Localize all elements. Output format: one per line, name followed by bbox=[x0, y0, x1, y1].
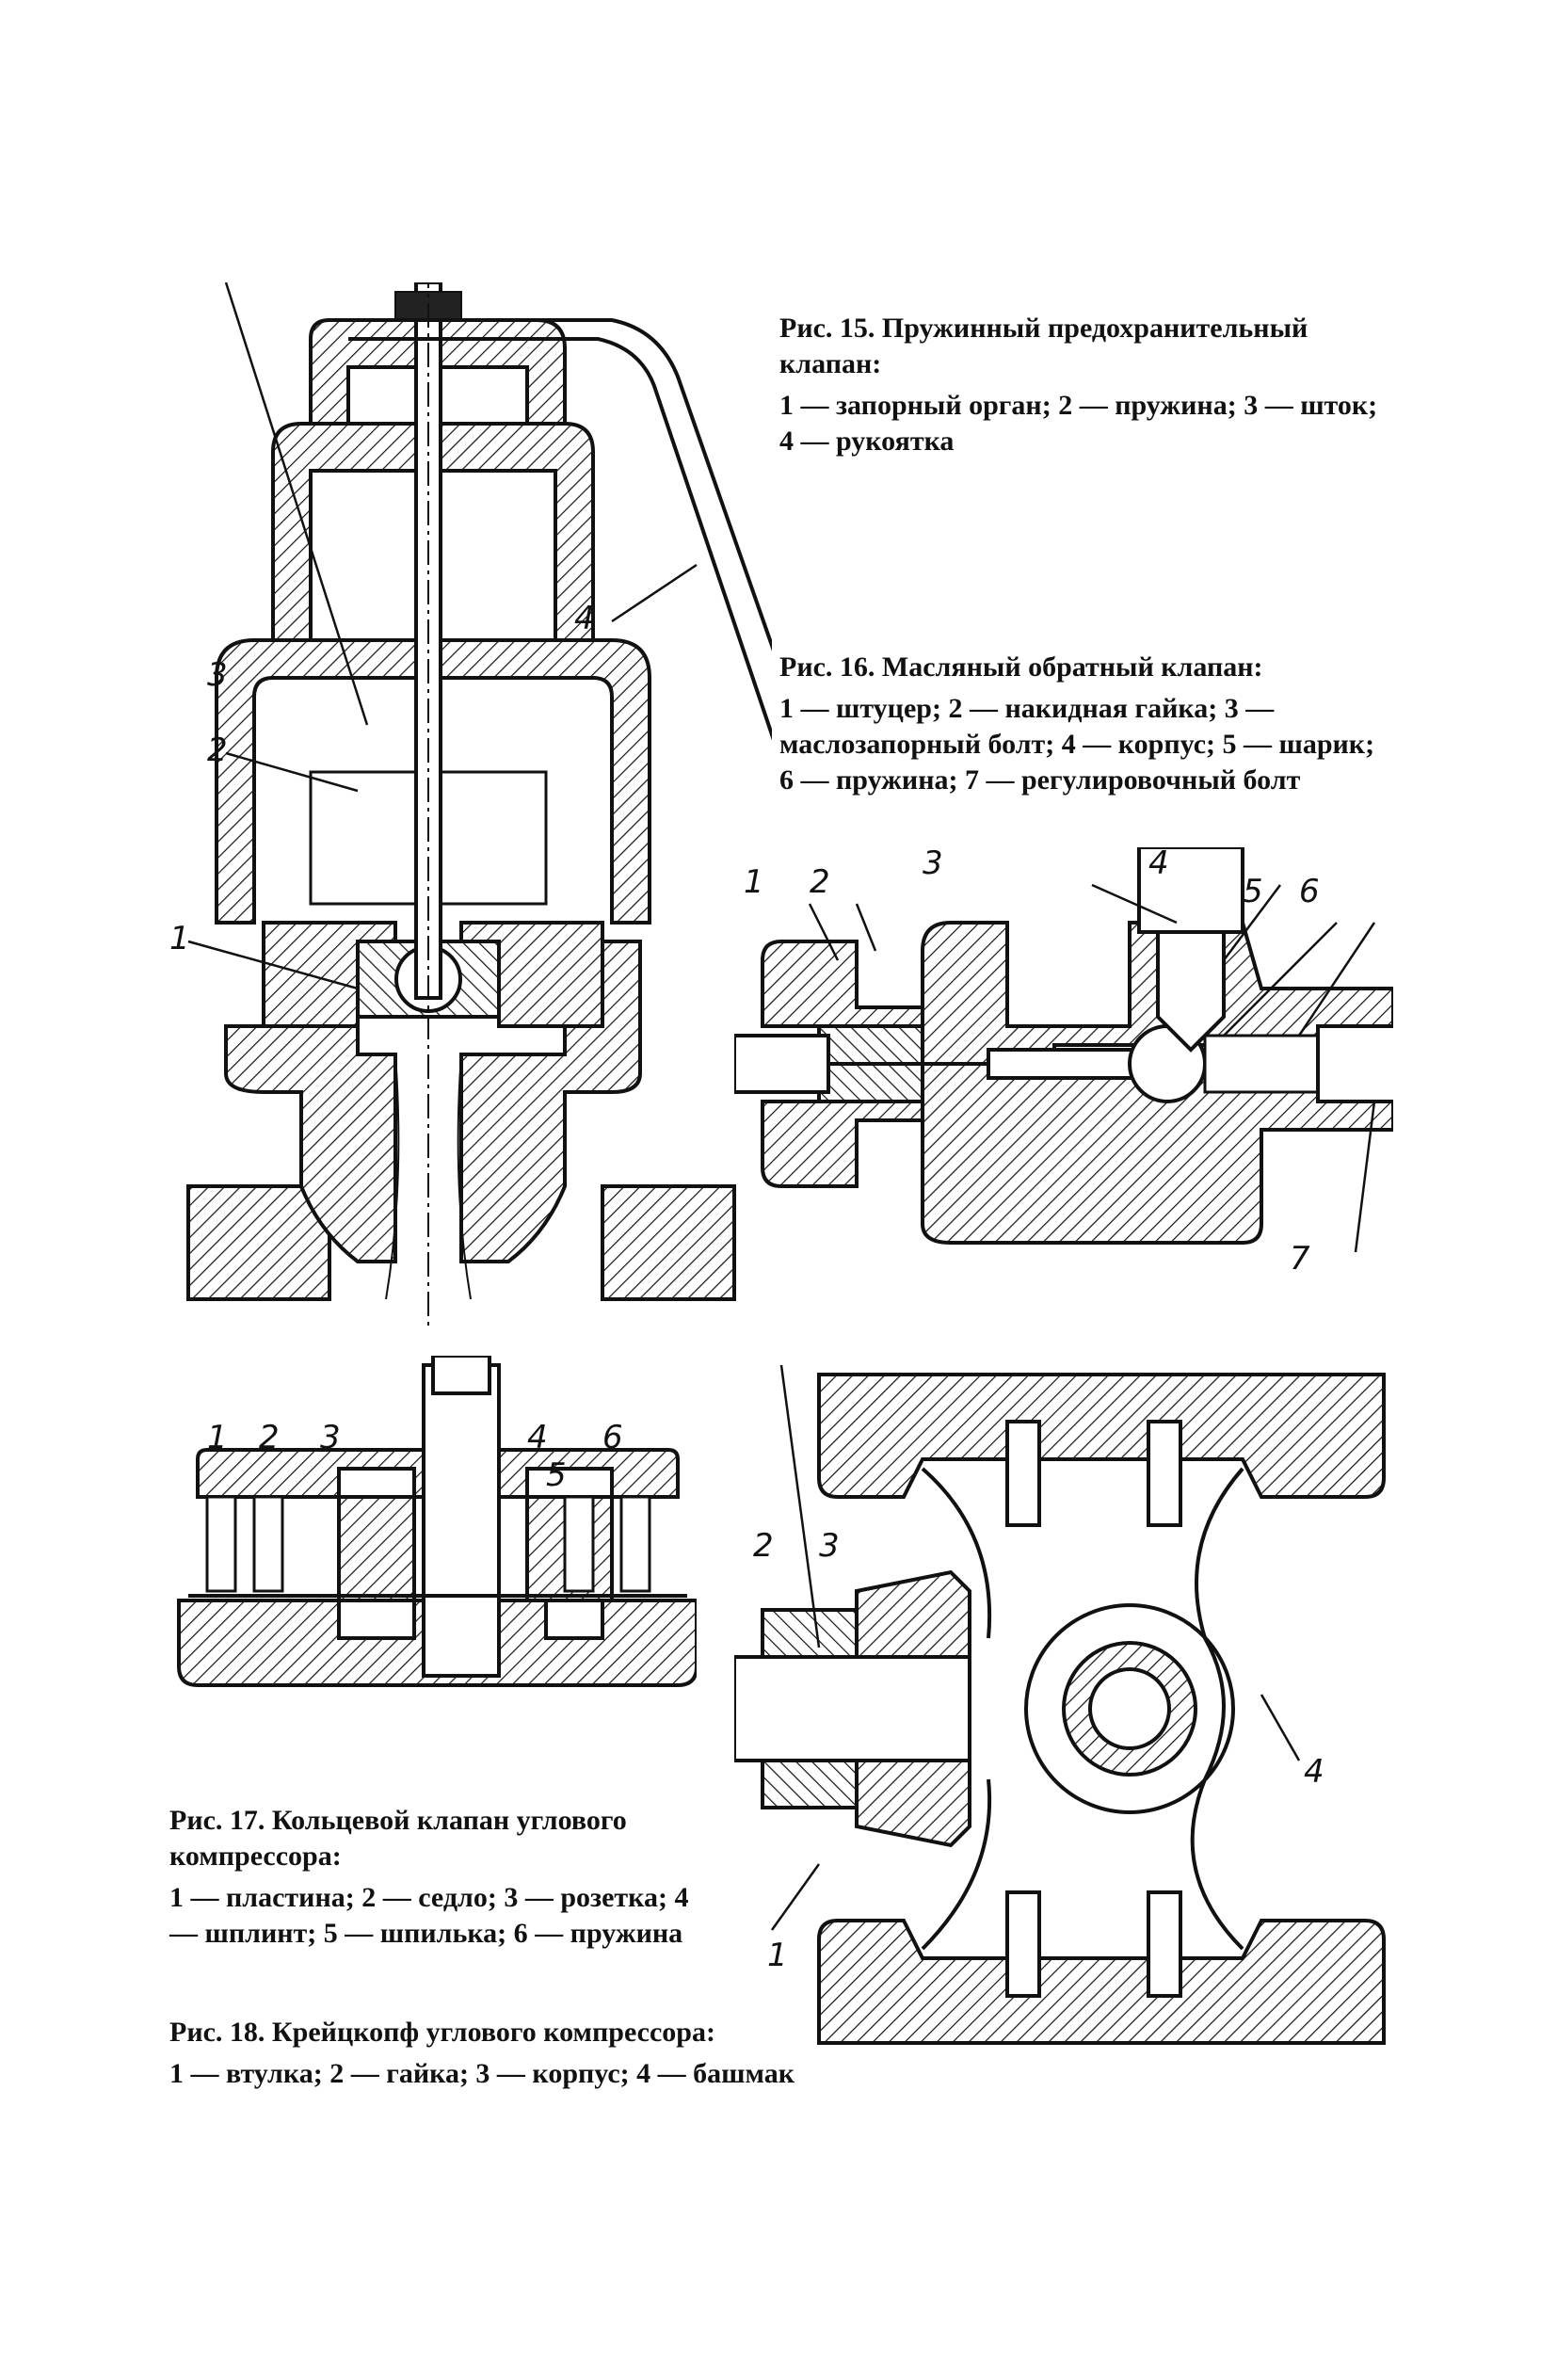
fig16-legend: 1 — штуцер; 2 — накидная гайка; 3 — масл… bbox=[779, 693, 1375, 796]
fig15-title: Рис. 15. Пружинный предохранительный кла… bbox=[779, 313, 1308, 379]
fig17-label-5: 5 bbox=[546, 1456, 567, 1494]
fig16-label-7: 7 bbox=[1290, 1240, 1310, 1278]
fig18-caption: Рис. 18. Крейцкопф углового компрессора:… bbox=[169, 2015, 1205, 2092]
fig15-label-3: 3 bbox=[207, 656, 228, 694]
fig16-label-2: 2 bbox=[810, 863, 830, 901]
fig16-label-5: 5 bbox=[1243, 873, 1263, 910]
fig17-legend: 1 — пластина; 2 — седло; 3 — розетка; 4 … bbox=[169, 1882, 689, 1949]
fig15-label-4: 4 bbox=[574, 600, 595, 637]
fig16-caption: Рис. 16. Масляный обратный клапан: 1 — ш… bbox=[779, 650, 1391, 798]
fig17-label-4: 4 bbox=[527, 1419, 548, 1456]
fig17-caption: Рис. 17. Кольцевой клапан углового компр… bbox=[169, 1803, 697, 1952]
fig18-legend: 1 — втулка; 2 — гайка; 3 — корпус; 4 — б… bbox=[169, 2058, 795, 2089]
fig16-label-3: 3 bbox=[923, 844, 943, 882]
fig17-label-2: 2 bbox=[259, 1419, 280, 1456]
fig16-label-4: 4 bbox=[1148, 844, 1169, 882]
fig16-title: Рис. 16. Масляный обратный клапан: bbox=[779, 651, 1263, 683]
figure-17-ring-valve: 1 2 3 4 5 6 bbox=[169, 1356, 697, 1751]
figure-16-check-valve: 1 2 3 4 5 6 7 bbox=[734, 847, 1393, 1299]
fig18-label-4: 4 bbox=[1304, 1753, 1324, 1791]
fig17-label-6: 6 bbox=[602, 1419, 623, 1456]
fig18-label-2: 2 bbox=[753, 1527, 774, 1565]
fig16-label-1: 1 bbox=[744, 863, 764, 901]
fig17-label-1: 1 bbox=[207, 1419, 228, 1456]
fig15-caption: Рис. 15. Пружинный предохранительный кла… bbox=[779, 311, 1391, 459]
fig18-label-1: 1 bbox=[767, 1937, 788, 1974]
fig17-title: Рис. 17. Кольцевой клапан углового компр… bbox=[169, 1805, 627, 1872]
fig17-label-3: 3 bbox=[320, 1419, 341, 1456]
fig18-title: Рис. 18. Крейцкопф углового компрессора: bbox=[169, 2017, 715, 2048]
fig15-label-1: 1 bbox=[169, 920, 190, 957]
figure-15-safety-valve: 3 2 1 4 bbox=[169, 282, 772, 1327]
fig16-label-6: 6 bbox=[1299, 873, 1320, 910]
fig15-legend: 1 — запорный орган; 2 — пружина; 3 — што… bbox=[779, 390, 1378, 457]
fig15-label-2: 2 bbox=[207, 732, 228, 769]
fig18-label-3: 3 bbox=[819, 1527, 840, 1565]
figure-18-crosshead: 2 3 1 4 bbox=[734, 1365, 1412, 2052]
